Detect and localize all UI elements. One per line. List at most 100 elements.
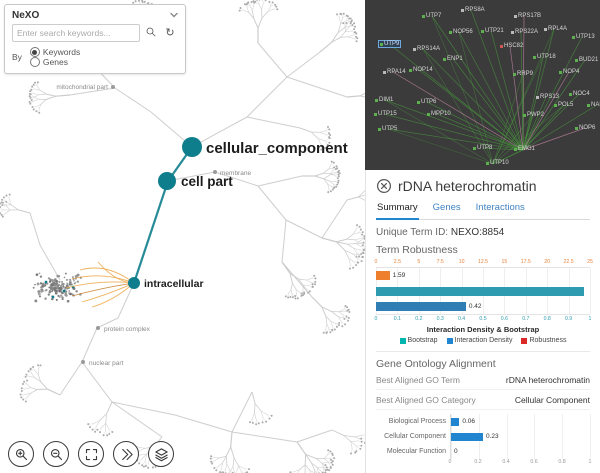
network-node[interactable]: PWP2: [523, 112, 544, 118]
network-node[interactable]: UTP10: [486, 160, 509, 166]
tree-node-cell-part[interactable]: [158, 172, 176, 190]
network-node[interactable]: NOP6: [575, 125, 595, 131]
unique-term-id: Unique Term ID: NEXO:8854: [376, 227, 590, 238]
gene-dot-icon: [575, 58, 578, 62]
network-node[interactable]: EMG1: [514, 146, 535, 152]
interaction-network-panel[interactable]: UTP7 RPS8A RPS17B NOP56 UTP21 RPS22A RPL4A UTP1…: [365, 0, 600, 170]
search-input[interactable]: [12, 24, 140, 42]
network-node[interactable]: UTP8: [473, 145, 492, 151]
radio-genes[interactable]: Genes: [29, 57, 80, 67]
gene-dot-icon: [511, 30, 514, 34]
network-node[interactable]: RPA14: [383, 69, 406, 75]
gene-dot-icon: [544, 27, 547, 31]
network-node[interactable]: NOP14: [409, 67, 433, 73]
gridline: [478, 414, 480, 429]
network-node[interactable]: RPS8A: [461, 7, 485, 13]
gene-label: NOP6: [579, 125, 596, 131]
gene-label: RPL4A: [548, 26, 568, 32]
search-button[interactable]: [143, 25, 159, 41]
alignment-label: Best Aligned GO Category: [376, 395, 476, 405]
network-node[interactable]: MPP10: [427, 111, 451, 117]
go-bar: [451, 417, 460, 426]
gene-label: UTP21: [485, 28, 504, 34]
network-node[interactable]: RPS22A: [511, 29, 538, 35]
radio-label: Genes: [42, 57, 68, 67]
tree-node-cellular-component[interactable]: [182, 137, 202, 157]
gridline: [506, 429, 508, 444]
go-bar-area: 0: [450, 444, 591, 459]
zoom-in-button[interactable]: [8, 441, 34, 467]
tree-node-intracellular[interactable]: [128, 277, 140, 289]
network-node[interactable]: RPS13: [536, 94, 559, 100]
gene-dot-icon: [536, 95, 539, 99]
network-node[interactable]: UTP5: [378, 126, 397, 132]
tree-label-nuclear-part[interactable]: nuclear part: [89, 360, 124, 367]
network-edges: [383, 9, 598, 165]
gene-label: UTP15: [378, 111, 397, 117]
network-node[interactable]: RPS14A: [413, 46, 440, 52]
go-bar-value: 0: [454, 448, 458, 455]
network-node[interactable]: DIM1: [375, 97, 393, 103]
gene-label: BUD21: [579, 57, 599, 63]
network-node[interactable]: RPS17B: [514, 13, 541, 19]
tab-summary[interactable]: Summary: [376, 200, 419, 220]
network-node[interactable]: UTP13: [572, 34, 595, 40]
gridline: [590, 268, 591, 314]
gene-label: ENP1: [447, 56, 463, 62]
network-node[interactable]: UTP18: [533, 54, 556, 60]
network-node[interactable]: UTP6: [417, 99, 436, 105]
network-node[interactable]: RPL4A: [544, 26, 567, 32]
gridline: [451, 444, 452, 459]
layers-button[interactable]: [148, 441, 174, 467]
network-node[interactable]: UTP21: [481, 28, 504, 34]
network-node[interactable]: UTP7: [422, 13, 441, 19]
gene-dot-icon: [378, 127, 381, 131]
gridline: [534, 414, 536, 429]
section-term-robustness: Term Robustness: [376, 244, 458, 256]
tree-label-protein-complex[interactable]: protein complex: [104, 326, 151, 333]
tab-genes[interactable]: Genes: [432, 202, 461, 213]
close-button[interactable]: [376, 178, 392, 194]
expand-branches-button[interactable]: [113, 441, 139, 467]
ontology-tree[interactable]: mitochondrial part membrane protein comple…: [0, 0, 365, 473]
zoom-out-button[interactable]: [43, 441, 69, 467]
network-node[interactable]: RRP9: [513, 71, 533, 77]
gene-label: DIM1: [379, 97, 394, 103]
network-node[interactable]: POL5: [554, 102, 573, 108]
close-icon: [376, 178, 392, 194]
gene-label: MPP10: [431, 111, 451, 117]
network-node[interactable]: UTP9: [378, 40, 402, 48]
gene-label: UTP7: [426, 13, 442, 19]
network-node[interactable]: NAN1: [587, 102, 600, 108]
gridline: [506, 414, 508, 429]
network-node[interactable]: HSC82: [500, 43, 523, 49]
tree-label-membrane[interactable]: membrane: [220, 170, 251, 177]
network-node[interactable]: NOC4: [569, 91, 590, 97]
network-node[interactable]: UTP15: [374, 111, 397, 117]
radio-keywords[interactable]: Keywords: [29, 47, 80, 57]
network-node[interactable]: NOP4: [559, 69, 579, 75]
tree-label-mitochondrial-part[interactable]: mitochondrial part: [56, 84, 108, 91]
gene-label: RRP9: [517, 71, 534, 77]
tab-interactions[interactable]: Interactions: [475, 202, 525, 213]
gene-dot-icon: [569, 92, 572, 96]
network-node[interactable]: BUD21: [575, 57, 598, 63]
ontology-tree-pane[interactable]: mitochondrial part membrane protein comple…: [0, 0, 365, 473]
gene-dot-icon: [486, 161, 489, 165]
collapse-panel-chevron-icon[interactable]: [168, 8, 180, 20]
alignment-label: Best Aligned GO Term: [376, 375, 460, 385]
network-node[interactable]: NOP56: [449, 29, 473, 35]
reset-search-button[interactable]: ↻: [162, 25, 178, 41]
gene-label: UTP10: [490, 160, 509, 166]
fit-to-screen-button[interactable]: [78, 441, 104, 467]
network-node[interactable]: ENP1: [443, 56, 463, 62]
